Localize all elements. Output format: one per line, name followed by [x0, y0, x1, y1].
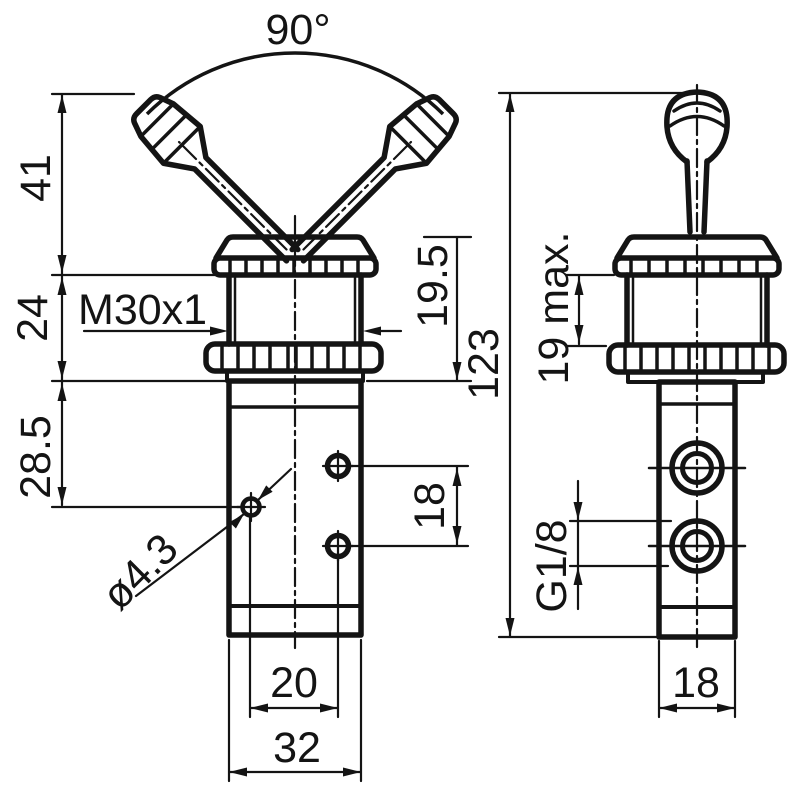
front-body — [226, 214, 364, 650]
dim-port-callout: G1/8 — [528, 479, 673, 613]
dim-123: 123 — [460, 91, 697, 639]
angle-dim-label: 90° — [265, 6, 330, 54]
dim-41-label: 41 — [12, 154, 60, 202]
dim-18-front-label: 18 — [406, 482, 454, 530]
dim-18-side-label: 18 — [672, 659, 720, 707]
dimensions: 90° 41 24 28.5 M30x1 19.5 — [9, 6, 737, 783]
dim-28-5-label: 28.5 — [12, 415, 60, 499]
dim-32: 32 — [227, 638, 363, 783]
dim-32-label: 32 — [273, 724, 321, 772]
thread-label: M30x1 — [78, 286, 207, 334]
front-lock-nut — [203, 341, 384, 383]
hole-diameter-label: ø4.3 — [93, 525, 188, 620]
side-body — [647, 83, 747, 652]
dim-19-max: 19 max. — [530, 232, 616, 385]
swing-arc — [145, 51, 445, 116]
dim-hole-callout: ø4.3 — [93, 467, 293, 620]
lever-right — [289, 94, 459, 264]
dim-19-max-label: 19 max. — [530, 232, 578, 385]
side-thread-neck — [624, 272, 770, 348]
dim-20-label: 20 — [270, 659, 318, 707]
dim-20: 20 — [248, 516, 340, 719]
dim-18-front: 18 — [347, 464, 470, 548]
dim-19-5: 19.5 — [365, 235, 473, 383]
dim-left-column: 41 24 28.5 — [9, 92, 242, 509]
side-view — [606, 83, 787, 652]
dim-24-label: 24 — [9, 294, 57, 342]
port-thread-label: G1/8 — [528, 519, 576, 612]
front-thread-neck — [226, 272, 364, 347]
dim-thread-callout: M30x1 — [78, 286, 403, 336]
lever-left — [131, 94, 301, 264]
dim-18-side: 18 — [657, 639, 737, 719]
dim-123-label: 123 — [460, 328, 508, 400]
dim-19-5-label: 19.5 — [409, 244, 457, 328]
